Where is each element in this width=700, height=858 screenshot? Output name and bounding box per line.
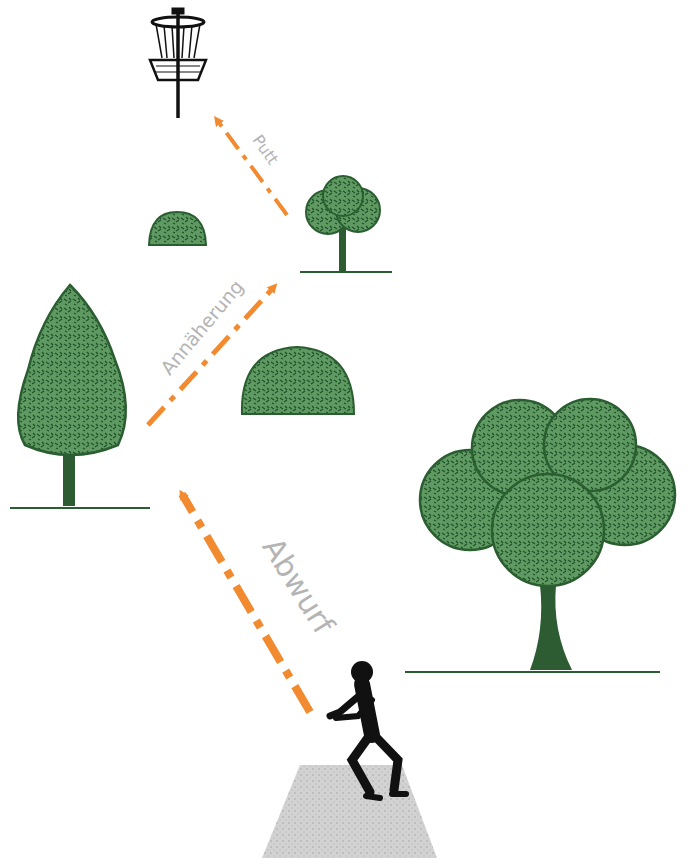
small-tree xyxy=(339,228,346,272)
middle-bush xyxy=(242,347,354,414)
oak-tree xyxy=(492,474,604,586)
thrower-figure xyxy=(330,661,406,798)
conifer-tree xyxy=(10,507,150,509)
oak-tree xyxy=(405,399,675,672)
small-tree xyxy=(300,176,392,272)
small-bush xyxy=(149,212,206,245)
conifer-tree xyxy=(10,285,150,508)
conifer-tree xyxy=(18,285,126,455)
thrower-figure xyxy=(366,794,406,798)
small-tree xyxy=(323,176,363,216)
arrow-label: Abwurf xyxy=(257,533,339,639)
oak-tree xyxy=(530,585,572,670)
thrower-figure xyxy=(374,735,398,790)
arrow-label: Putt xyxy=(249,132,280,167)
throw-path-arrow xyxy=(148,120,310,712)
middle-bush xyxy=(242,347,354,414)
tee-pad xyxy=(262,765,437,858)
tee-pad xyxy=(262,765,437,858)
small-bush xyxy=(149,212,206,245)
thrower-figure xyxy=(336,700,372,718)
basket-symbol xyxy=(150,8,206,118)
throw-path-arrow xyxy=(217,120,287,215)
oak-tree xyxy=(405,671,660,673)
thrower-figure xyxy=(352,735,370,792)
basket-symbol xyxy=(176,14,180,118)
thrower-figure xyxy=(330,695,360,716)
basket-symbol xyxy=(172,8,184,14)
small-tree xyxy=(300,271,392,273)
